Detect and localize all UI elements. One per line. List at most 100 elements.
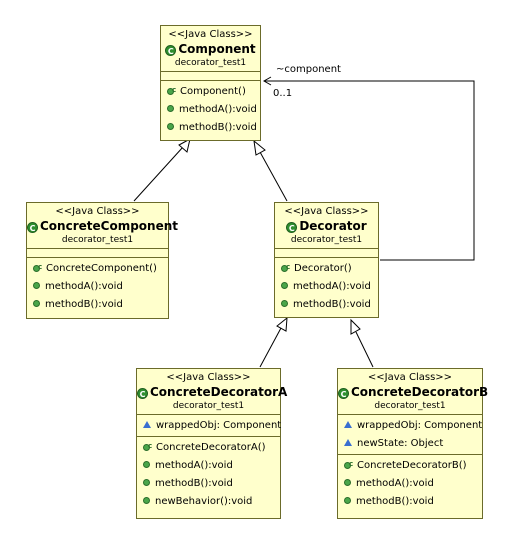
class-name-text: ConcreteDecoratorA [150,385,288,399]
class-name-text: Decorator [299,219,367,233]
constructor-row[interactable]: c ConcreteDecoratorA() [137,439,280,457]
field-row[interactable]: wrappedObj: Component [137,417,282,435]
package-visibility-icon [143,421,151,428]
field-text: newState: Object [357,438,444,449]
class-name-text: ConcreteComponent [40,219,178,233]
operation-text: ConcreteComponent() [46,263,157,274]
stereotype-label: <<Java Class>> [367,372,453,383]
fields-section: wrappedObj: Component [137,415,282,437]
method-icon [143,461,150,468]
method-icon [167,123,174,130]
operations-section: c ConcreteComponent() methodA():void meth… [27,258,168,315]
operation-text: methodB():void [356,496,434,507]
operation-text: newBehavior():void [155,496,253,507]
operations-section: c Component() methodA():void methodB():vo… [161,81,260,138]
constructor-row[interactable]: c Component() [161,83,260,101]
operation-text: methodA():void [155,460,233,471]
operation-text: methodA():void [293,281,371,292]
fields-section [275,249,378,258]
operation-text: ConcreteDecoratorA() [156,442,266,453]
operation-text: methodB():void [155,478,233,489]
operation-text: methodB():void [179,122,257,133]
stereotype-label: <<Java Class>> [55,206,140,217]
association-role-label: ~component [276,64,341,75]
method-icon [143,497,150,504]
package-label: decorator_test1 [174,58,247,68]
class-icon: C [27,222,38,233]
class-icon: C [165,45,177,56]
class-icon: C [338,388,349,399]
operation-text: methodA():void [356,478,434,489]
package-label: decorator_test1 [374,401,446,411]
method-row[interactable]: methodA():void [137,457,280,475]
generalization-arrowhead [253,139,266,156]
method-icon [344,497,351,504]
package-visibility-icon [344,421,352,428]
method-row[interactable]: methodB():void [338,493,482,511]
method-icon [143,479,150,486]
method-row[interactable]: methodA():void [275,278,378,296]
method-row[interactable]: methodB():void [137,475,280,493]
method-row[interactable]: methodB():void [161,119,260,137]
constructor-icon: c [143,441,152,451]
generalization-concretecomponent-component [133,146,184,202]
package-label: decorator_test1 [172,401,245,411]
constructor-icon: c [281,262,290,272]
field-text: wrappedObj: Component [156,420,282,431]
generalization-arrowhead [350,318,361,335]
fields-section [27,249,168,258]
stereotype-label: <<Java Class>> [166,372,251,383]
package-visibility-icon [344,439,352,446]
operations-section: c ConcreteDecoratorA() methodA():void met… [137,437,280,512]
class-icon: C [137,388,148,399]
constructor-icon: c [33,262,42,272]
association-multiplicity-label: 0..1 [273,88,293,99]
field-text: wrappedObj: Component [357,420,483,431]
generalization-arrowhead [276,316,288,332]
constructor-icon: c [344,459,353,469]
method-row[interactable]: methodB():void [275,296,378,314]
method-row[interactable]: methodA():void [161,101,260,119]
operation-text: methodA():void [179,104,257,115]
method-row[interactable]: newBehavior():void [137,493,280,511]
method-icon [344,479,351,486]
association-arrowhead [262,76,272,86]
class-icon: C [286,222,298,233]
stereotype-label: <<Java Class>> [168,29,253,40]
method-row[interactable]: methodA():void [27,278,168,296]
field-row[interactable]: wrappedObj: Component [338,417,482,435]
operation-text: methodA():void [45,281,123,292]
field-row[interactable]: newState: Object [338,435,482,453]
operations-section: c Decorator() methodA():void methodB():vo… [275,258,378,315]
operation-text: methodB():void [45,299,123,310]
constructor-row[interactable]: c ConcreteComponent() [27,260,168,278]
generalization-decorator-component [259,151,288,202]
package-label: decorator_test1 [290,235,363,245]
fields-section: wrappedObj: Component newState: Object [338,415,482,455]
constructor-row[interactable]: c Decorator() [275,260,378,278]
method-row[interactable]: methodB():void [27,296,168,314]
operation-text: Decorator() [294,263,352,274]
fields-section [161,72,260,81]
constructor-icon: c [167,85,176,95]
class-name-text: Component [178,42,256,56]
operation-text: Component() [180,86,246,97]
method-icon [281,300,288,307]
method-row[interactable]: methodA():void [338,475,482,493]
method-icon [281,282,288,289]
operation-text: methodB():void [293,299,371,310]
